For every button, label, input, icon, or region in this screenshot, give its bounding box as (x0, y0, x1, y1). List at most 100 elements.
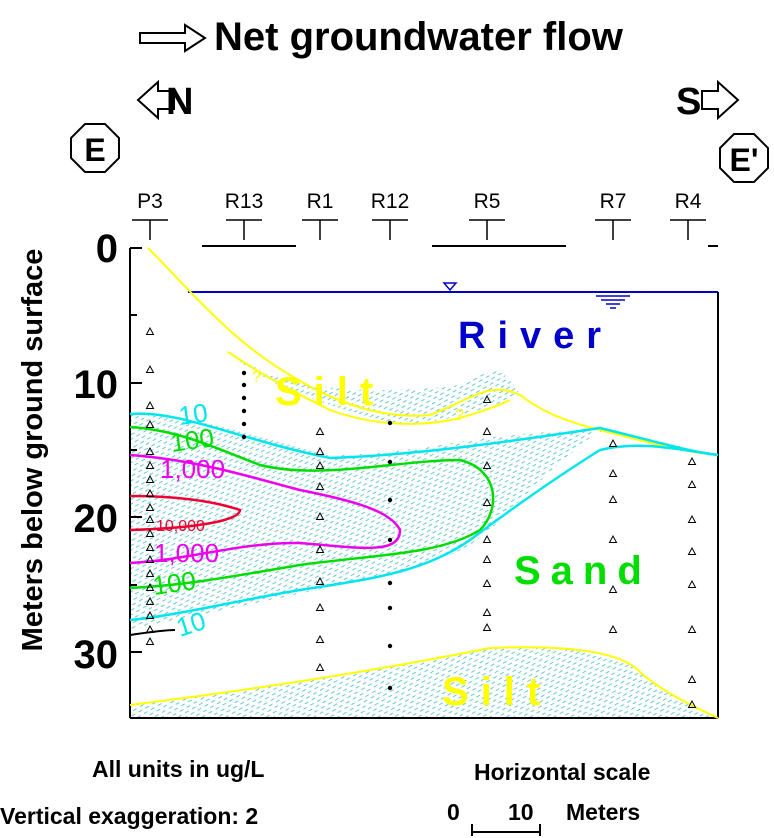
sample-triangle (315, 426, 325, 435)
sample-triangle (482, 622, 492, 631)
sample-triangle (608, 584, 618, 593)
y-ticks (130, 247, 142, 653)
section-end-marker: E' (719, 133, 769, 183)
sample-triangle (608, 534, 618, 543)
river-label: River (458, 315, 613, 357)
north-arrow-icon (136, 79, 175, 121)
sample-triangle (315, 634, 325, 643)
sample-triangle (315, 460, 325, 469)
sample-triangle (608, 494, 618, 503)
sample-triangle (687, 479, 697, 488)
sample-triangle (145, 514, 155, 523)
sample-dot (387, 537, 393, 543)
sample-triangle (482, 460, 492, 469)
upper-silt-base (227, 351, 511, 425)
sample-triangle (315, 481, 325, 490)
sample-triangle (687, 699, 697, 708)
upper-silt-boundary (147, 247, 601, 431)
contour-label-upper-10: 10 (177, 397, 210, 431)
sand-label: Sand (514, 549, 652, 593)
sample-triangle (145, 364, 155, 373)
contour-10-lower (129, 444, 719, 622)
sample-triangle (482, 497, 492, 506)
sample-triangle (145, 419, 155, 428)
sample-dot (241, 370, 247, 376)
contour-label-upper-100: 100 (169, 422, 216, 458)
sample-triangle (482, 534, 492, 543)
well-label-r5: R5 (474, 190, 501, 213)
sample-triangle (315, 544, 325, 553)
sample-dot (241, 434, 247, 440)
sample-dot (387, 605, 393, 611)
well-label-r12: R12 (371, 190, 410, 213)
sample-triangle (315, 446, 325, 455)
sample-triangle (482, 426, 492, 435)
sample-triangle (687, 456, 697, 465)
sample-dot (241, 408, 247, 414)
sample-triangle (145, 554, 155, 563)
lower-silt-top (129, 646, 719, 719)
section-start-marker: E (70, 123, 120, 173)
sample-triangle (687, 514, 697, 523)
vertical-exaggeration-note: Vertical exaggeration: 2 (0, 803, 258, 829)
sample-dot (387, 459, 393, 465)
contour-10000 (129, 494, 242, 532)
upper-silt-label: Silt (275, 370, 385, 414)
sample-triangle (145, 542, 155, 551)
scale-value-10: 10 (508, 799, 534, 825)
plot-area: 10 100 1,000 10,000 1,000 100 10 ? ? Riv… (129, 245, 719, 719)
well-label-r4: R4 (675, 190, 702, 213)
flow-arrow-icon (139, 23, 207, 53)
sample-dot (387, 420, 393, 426)
sample-dot (387, 643, 393, 649)
sample-dot (241, 421, 247, 427)
well-label-r1: R1 (307, 190, 334, 213)
sample-triangle (145, 582, 155, 591)
sample-triangle (482, 607, 492, 616)
sample-triangle (145, 326, 155, 335)
contour-10-upper (129, 412, 719, 460)
contour-1000 (129, 453, 402, 565)
sample-triangle (608, 624, 618, 633)
sample-dot (241, 382, 247, 388)
north-label: N (166, 81, 193, 123)
contour-label-core-10000: 10,000 (156, 518, 205, 535)
horizontal-scale-label: Horizontal scale (474, 759, 650, 785)
water-level-icon (442, 282, 630, 309)
well-label-r13: R13 (225, 190, 264, 213)
sample-dot (241, 395, 247, 401)
contour-100-upper (129, 425, 495, 590)
sample-triangle (145, 460, 155, 469)
y-tick-10: 10 (74, 363, 119, 407)
sample-triangle (482, 578, 492, 587)
sample-triangle (145, 568, 155, 577)
south-label: S (676, 81, 701, 123)
sample-triangle (145, 636, 155, 645)
sample-triangle (608, 438, 618, 447)
sample-triangle (145, 474, 155, 483)
y-tick-30: 30 (74, 633, 119, 677)
scale-unit-label: Meters (566, 799, 640, 825)
sample-points (145, 326, 697, 708)
sample-dot (387, 497, 393, 503)
sample-triangle (145, 596, 155, 605)
sample-triangle (145, 488, 155, 497)
section-end-label: E' (730, 142, 759, 178)
y-tick-0: 0 (96, 227, 118, 271)
sample-dot (387, 685, 393, 691)
contour-label-lower-100: 100 (151, 565, 198, 601)
sample-triangle (687, 674, 697, 683)
section-start-label: E (84, 132, 105, 168)
sample-triangle (145, 610, 155, 619)
scale-value-0: 0 (447, 799, 460, 825)
well-label-p3: P3 (137, 190, 163, 213)
query-mark-left: ? (252, 369, 261, 386)
y-axis-label: Meters below ground surface (17, 249, 49, 652)
contour-label-upper-1000: 1,000 (160, 454, 225, 484)
sample-triangle (315, 576, 325, 585)
sample-triangle (608, 468, 618, 477)
contour-10-black (129, 629, 176, 636)
y-tick-20: 20 (74, 497, 119, 541)
sample-triangle (145, 446, 155, 455)
